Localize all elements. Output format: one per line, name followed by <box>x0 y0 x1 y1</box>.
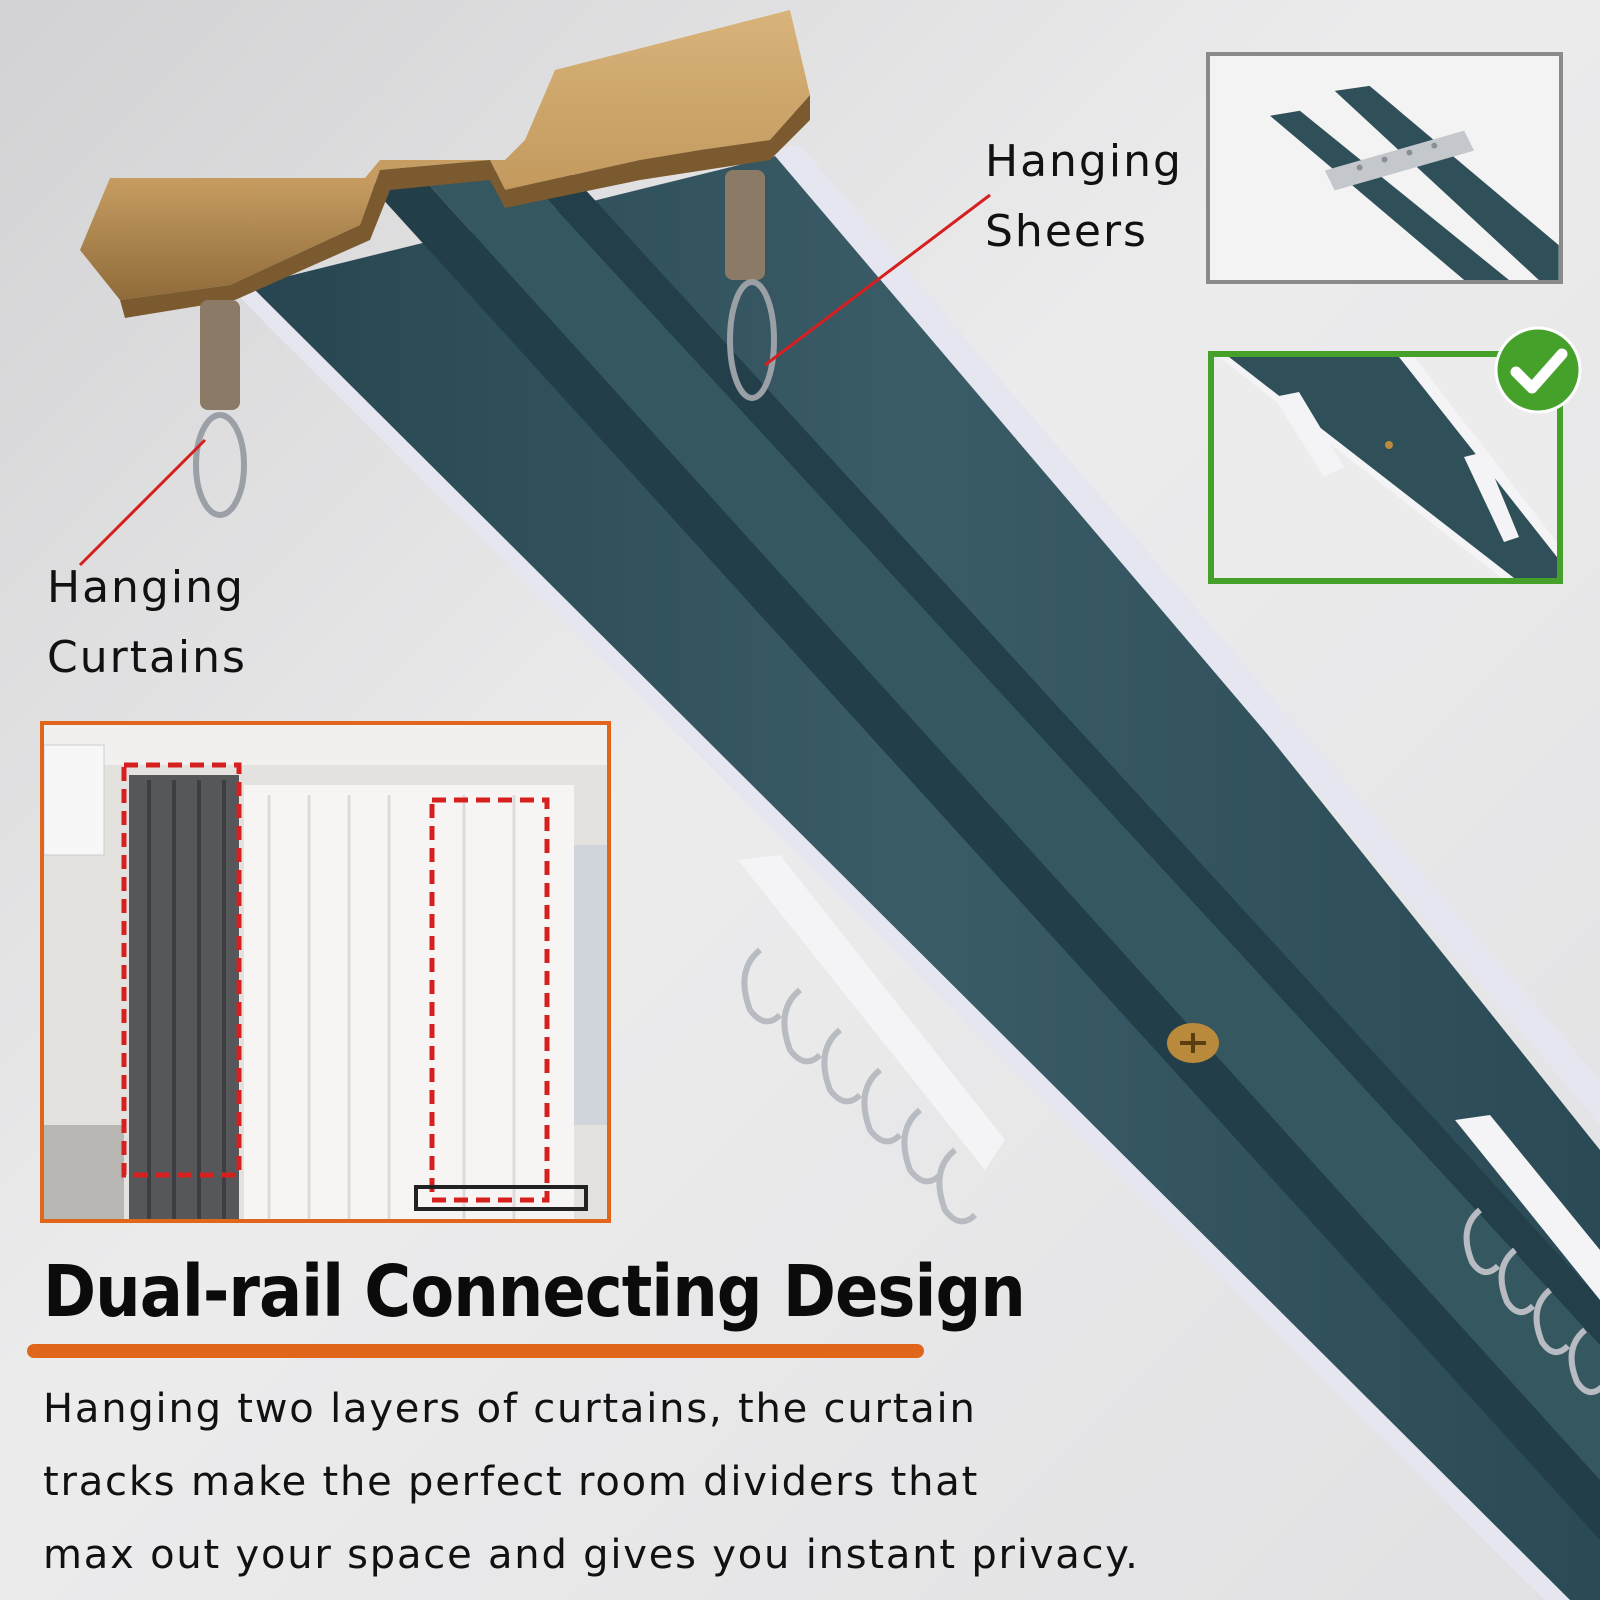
description-line: max out your space and gives you instant… <box>43 1532 1140 1578</box>
runner-hooks-front <box>741 947 978 1225</box>
rail-body <box>232 145 1600 1600</box>
description: Hanging two layers of curtains, the curt… <box>43 1373 1243 1592</box>
headline: Dual-rail Connecting Design <box>43 1251 1026 1334</box>
runner-glider-front <box>738 855 1005 1170</box>
inset-track-closeup <box>1208 351 1563 584</box>
check-circle-icon <box>1494 326 1582 414</box>
callout-hanging-sheers: Hanging Sheers <box>985 127 1183 267</box>
inset-hardware-photo <box>1206 52 1563 284</box>
runner-glider-back <box>1455 1115 1600 1300</box>
description-line: Hanging two layers of curtains, the curt… <box>43 1386 977 1432</box>
runner-hooks-back <box>1463 1207 1600 1395</box>
curtain-hook-left <box>193 300 247 518</box>
callout-line: Sheers <box>985 206 1148 257</box>
mounting-screw <box>1167 1023 1219 1063</box>
leader-lines <box>78 193 991 567</box>
callout-hanging-curtains: Hanging Curtains <box>47 553 247 693</box>
headline-underline <box>27 1344 924 1358</box>
callout-line: Hanging <box>985 136 1183 187</box>
sheer-hook-right <box>725 170 777 401</box>
end-cap-bracket <box>80 10 810 318</box>
description-line: tracks make the perfect room dividers th… <box>43 1459 980 1505</box>
callout-line: Hanging <box>47 562 245 613</box>
callout-line: Curtains <box>47 632 247 683</box>
inset-room-photo <box>40 721 611 1223</box>
highlight-boxes <box>121 762 550 1203</box>
